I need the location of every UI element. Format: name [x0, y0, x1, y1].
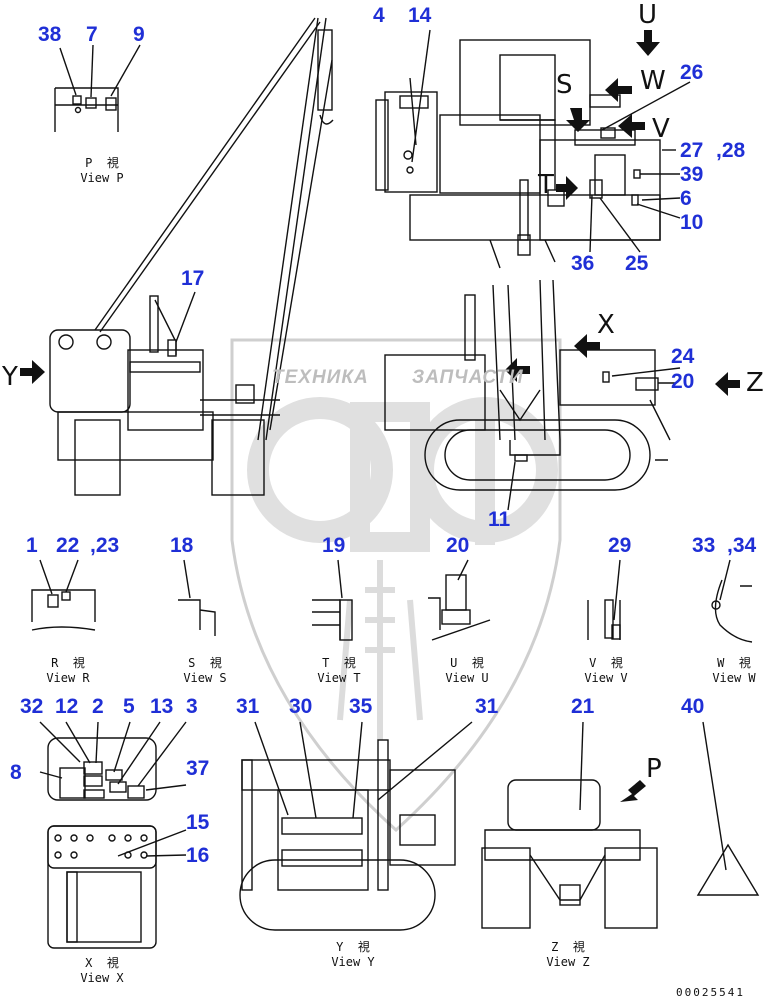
view-letter-u: U — [638, 0, 658, 30]
callout-38: 38 — [38, 23, 62, 46]
callout-37: 37 — [186, 757, 210, 780]
callout-5: 5 — [123, 695, 135, 718]
callout-11: 11 — [488, 508, 511, 531]
callout-26: 26 — [680, 61, 704, 84]
right-side-view — [154, 279, 681, 511]
callout-16: 16 — [186, 844, 210, 867]
view-r-detail — [31, 559, 96, 631]
callout-20-u: 20 — [446, 534, 470, 557]
view-s-detail — [178, 559, 216, 636]
view-letter-p: P — [646, 754, 662, 784]
callout-9: 9 — [133, 23, 145, 46]
callout-30: 30 — [289, 695, 313, 718]
callout-21: 21 — [571, 695, 595, 718]
callout-24: 24 — [671, 345, 695, 368]
callout-31-left: 31 — [236, 695, 260, 718]
callout-36: 36 — [571, 252, 595, 275]
callout-4: 4 — [373, 4, 385, 27]
view-letter-t: T — [538, 170, 554, 200]
callout-2: 2 — [92, 695, 104, 718]
watermark-text-left: ТЕХНИКА — [272, 367, 369, 388]
watermark-text-right: ЗАПЧАСТИ — [412, 367, 524, 388]
view-w-detail — [711, 559, 753, 643]
callout-14: 14 — [408, 4, 432, 27]
callout-34: ,34 — [727, 534, 757, 557]
main-side-view — [49, 17, 334, 496]
view-letter-z: Z — [746, 368, 764, 398]
callout-19: 19 — [322, 534, 346, 557]
view-u-detail — [428, 559, 491, 641]
callout-20-main: 20 — [671, 370, 695, 393]
callout-13: 13 — [150, 695, 174, 718]
callout-32: 32 — [20, 695, 44, 718]
view-v-detail — [587, 559, 621, 640]
view-letter-s: S — [556, 70, 573, 100]
callout-27: 27 — [680, 139, 704, 162]
callout-33: 33 — [692, 534, 716, 557]
warning-triangle — [696, 721, 760, 896]
view-x-detail — [39, 721, 187, 949]
callout-31-right: 31 — [475, 695, 499, 718]
view-letter-y: Y — [2, 362, 18, 392]
callout-35: 35 — [349, 695, 373, 718]
view-arrows — [20, 30, 740, 802]
watermark-logo — [230, 338, 562, 833]
top-plan-view — [375, 29, 691, 269]
callout-1: 1 — [26, 534, 38, 557]
view-letter-v: V — [652, 114, 670, 144]
view-letter-w: W — [640, 66, 666, 96]
view-z-detail — [481, 721, 658, 929]
callout-6: 6 — [680, 187, 692, 210]
callout-39: 39 — [680, 163, 704, 186]
callout-22: 22 — [56, 534, 80, 557]
view-p-detail — [54, 44, 141, 132]
callout-17: 17 — [181, 267, 205, 290]
callout-10: 10 — [680, 211, 704, 234]
callout-23: ,23 — [90, 534, 120, 557]
callout-29: 29 — [608, 534, 632, 557]
callout-3: 3 — [186, 695, 198, 718]
view-t-detail — [312, 559, 353, 641]
view-letter-x: X — [597, 310, 615, 340]
callout-28: ,28 — [716, 139, 746, 162]
callout-12: 12 — [55, 695, 79, 718]
callout-40: 40 — [681, 695, 705, 718]
drawing-code: 00025541 — [676, 986, 745, 999]
callout-25: 25 — [625, 252, 649, 275]
view-y-detail — [239, 721, 473, 931]
callout-15: 15 — [186, 811, 210, 834]
callout-18: 18 — [170, 534, 194, 557]
callout-7: 7 — [86, 23, 98, 46]
callout-8: 8 — [10, 761, 22, 784]
